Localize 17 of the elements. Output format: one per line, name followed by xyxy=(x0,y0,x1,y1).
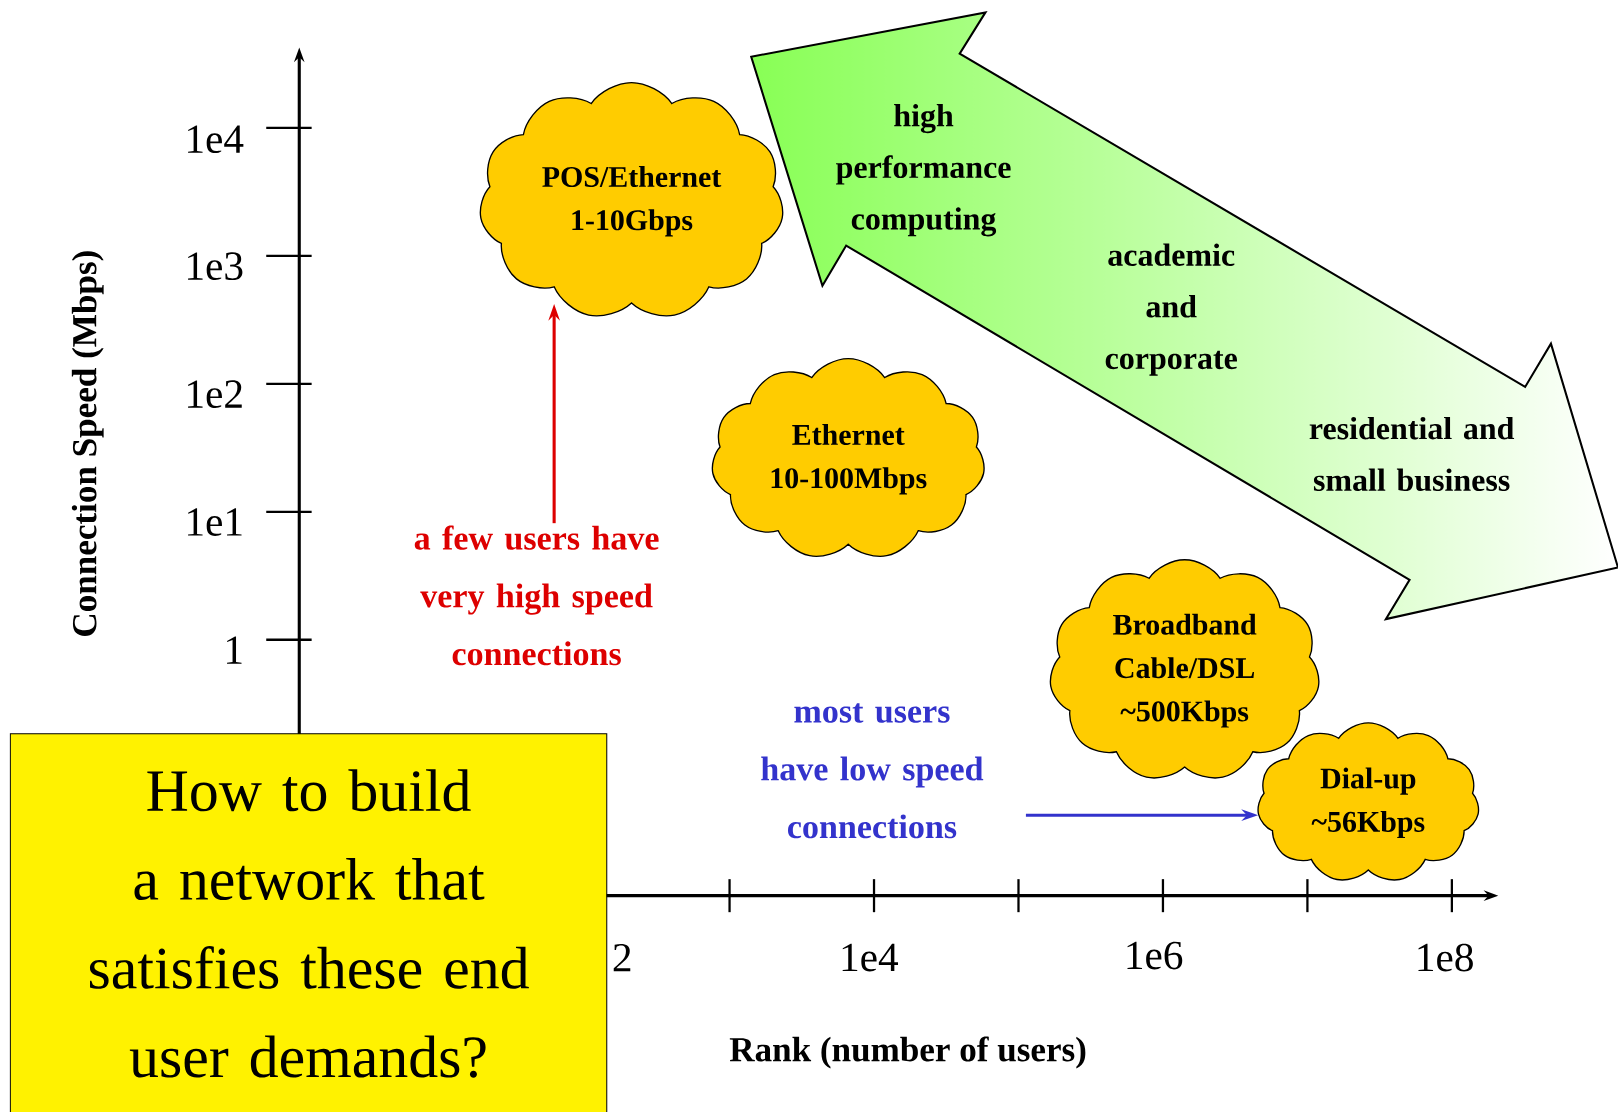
tick-label: 1e6 xyxy=(1127,941,1183,970)
tick-label: 1e4 xyxy=(842,943,898,972)
callout-text: a few users have very high speed connections xyxy=(414,525,659,666)
tick-label: 1e2 xyxy=(188,380,242,408)
cloud: Dial-up ~56Kbps xyxy=(1257,722,1480,881)
callout-text: most users have low speed connections xyxy=(761,703,984,839)
tick-label: 1 xyxy=(227,636,242,664)
cloud: Ethernet 10-100Mbps xyxy=(711,357,985,557)
tick-label: 1e3 xyxy=(188,252,243,280)
cloud: POS/Ethernet 1-10Gbps xyxy=(479,81,784,317)
question-box: How to build a network that satisfies these end user demands? xyxy=(9,732,608,1112)
axis-title: Connection Speed (Mbps) xyxy=(71,251,104,636)
axis-title: Rank (number of users) xyxy=(729,1036,1086,1069)
tick-label: 1e4 xyxy=(188,125,244,153)
cloud: Broadband Cable/DSL ~500Kbps xyxy=(1049,558,1320,779)
tick-label: 1e1 xyxy=(188,508,242,536)
tick-label: 1e8 xyxy=(1418,943,1473,972)
